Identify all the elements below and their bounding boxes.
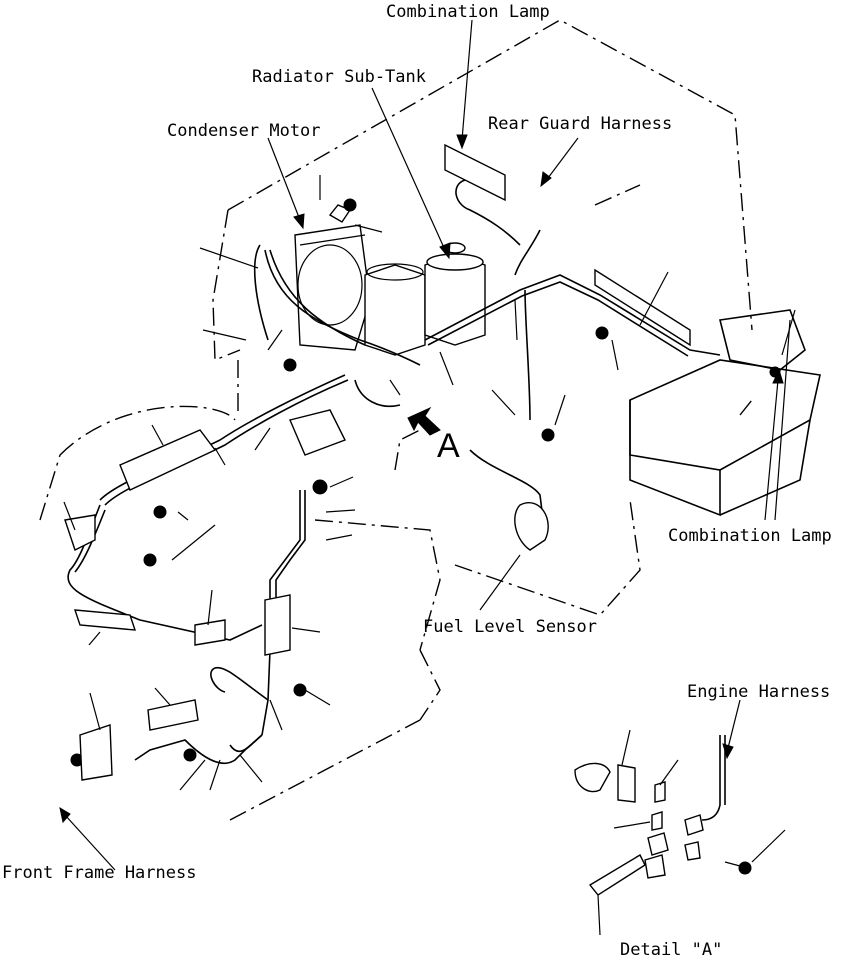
combination-lamp-top-part xyxy=(444,143,521,246)
radiator-sub-tank xyxy=(364,242,486,356)
leader-lines xyxy=(59,19,796,936)
label-front-frame-harness: Front Frame Harness xyxy=(2,863,196,883)
label-radiator-sub-tank: Radiator Sub-Tank xyxy=(252,67,426,87)
label-combination-lamp-top: Combination Lamp xyxy=(386,2,550,22)
label-fuel-level-sensor: Fuel Level Sensor xyxy=(423,617,597,637)
labels: Combination Lamp Radiator Sub-Tank Conde… xyxy=(2,2,832,957)
battery-box xyxy=(629,309,821,517)
label-detail-a: Detail "A" xyxy=(620,940,722,957)
label-condenser-motor: Condenser Motor xyxy=(167,121,321,141)
view-a-label: A xyxy=(437,427,460,465)
label-combination-lamp-right: Combination Lamp xyxy=(668,526,832,546)
detail-a-inset xyxy=(574,735,752,896)
label-engine-harness: Engine Harness xyxy=(687,682,830,702)
view-arrow-a: A xyxy=(407,406,460,465)
label-rear-guard-harness: Rear Guard Harness xyxy=(488,114,672,134)
condenser-motor xyxy=(294,224,371,351)
clips-and-bolts xyxy=(64,198,691,781)
